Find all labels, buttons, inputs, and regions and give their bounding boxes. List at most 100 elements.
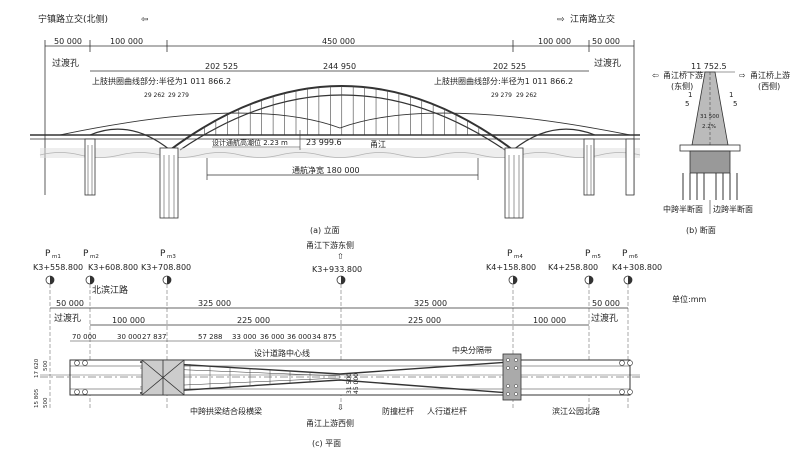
slope-left-1: 1: [688, 91, 692, 99]
transition-hole-right: 过渡孔: [594, 57, 621, 69]
center-station: K3+933.800: [312, 265, 362, 274]
clearance-width: 通航净宽 180 000: [292, 165, 360, 175]
plan-arch-bottom: [139, 379, 511, 394]
plan-caption: (c) 平面: [312, 439, 341, 448]
section-width: 11 752.5: [691, 62, 727, 71]
side-half-label: 边跨半断面: [713, 204, 753, 214]
pier-sub: m1: [52, 254, 61, 260]
end-bearings: [74, 360, 633, 395]
pm4-pile-dots: [506, 358, 518, 396]
upper-chord: [59, 112, 631, 136]
plan-dim-34875: 34 875: [312, 333, 337, 341]
plan-arch-bracing: [189, 364, 311, 390]
section-dim-slope: 2.2%: [702, 124, 716, 130]
plan-dim-50000-right: 50 000: [592, 299, 620, 308]
plan-transition-right: 过渡孔: [591, 312, 618, 324]
north-road-label: 北滨江路: [92, 284, 128, 296]
pier-label-m6: P m6 K4+308.800: [612, 249, 662, 272]
pier-label-m3: P m3 K3+708.800: [141, 249, 191, 272]
tie-beam-label: 中跨拱梁结合段横梁: [190, 406, 262, 416]
pile-lines: [87, 145, 592, 218]
plan-dim-36000-b: 36 000: [287, 333, 312, 341]
downstream-side: (东侧): [671, 81, 693, 91]
pier-p: P: [585, 249, 591, 259]
upstream-label: 甬江桥上游: [750, 70, 790, 80]
riverbed-band: [40, 148, 640, 158]
span-244950: 244 950: [323, 62, 356, 71]
dim-450000: 450 000: [322, 37, 355, 46]
park-road-label: 滨江公园北路: [552, 406, 600, 416]
arch-curve-left: 上肢拱圈曲线部分:半径为1 011 866.2: [92, 76, 231, 86]
slope-right-5: 5: [733, 100, 737, 108]
pier-p: P: [507, 249, 513, 259]
plan-dim-100000-right: 100 000: [533, 316, 566, 325]
section-left-arrow-icon: ⇦: [652, 71, 659, 80]
elevation-caption: (a) 立面: [310, 225, 340, 235]
pier-sub: m5: [592, 254, 601, 260]
pm4-foundation: [502, 353, 522, 401]
downstream-label: 甬江桥下游: [663, 70, 703, 80]
dim-100000-right: 100 000: [538, 37, 571, 46]
dim-29262-right: 29 262: [516, 92, 537, 99]
up-arrow-icon: ⇧: [337, 252, 344, 261]
river-east-label: 甬江下游东侧: [306, 240, 354, 250]
dim-29279-left: 29 279: [168, 92, 189, 99]
right-arrow-icon: ⇨: [557, 15, 565, 25]
left-dim-15805: 15 805: [34, 388, 40, 408]
mid-half-label: 中跨半断面: [663, 204, 703, 214]
section-right-arrow-icon: ⇨: [739, 71, 746, 80]
left-width-dims: 15 805 17 620 500 500: [34, 358, 49, 408]
rail-label: 人行道栏杆: [427, 406, 467, 416]
dim-29279-right: 29 279: [491, 92, 512, 99]
plan-dim-57288: 57 288: [198, 333, 223, 341]
pier-marker-halves: [50, 276, 632, 284]
plan-dim-225000-left: 225 000: [237, 316, 270, 325]
plan-dim-30000: 30 000: [117, 333, 142, 341]
centerline-label: 设计道路中心线: [254, 348, 310, 358]
pier-label-m2: P m2 K3+608.800: [83, 249, 138, 272]
section-piles: [682, 173, 738, 200]
left-side-arch: [89, 128, 171, 151]
pier-label-m5: P m5 K4+258.800: [548, 249, 601, 272]
pier-station: K3+558.800: [33, 263, 83, 272]
plan-dim-325000-right: 325 000: [414, 299, 447, 308]
section-deck: [679, 144, 741, 152]
dim-100000-left: 100 000: [110, 37, 143, 46]
pier-station: K4+158.800: [486, 263, 536, 272]
plan-dim-27837: 27 837: [142, 333, 167, 341]
pier-station: K3+608.800: [88, 263, 138, 272]
width-dim-31500: 31 500: [346, 373, 353, 394]
plan-dim-100000-left: 100 000: [112, 316, 145, 325]
width-dim-45000: 45 000: [353, 373, 360, 394]
pier-label-m4: P m4 K4+158.800: [486, 249, 536, 272]
upstream-side: (西侧): [758, 81, 780, 91]
pier-sub: m3: [167, 254, 176, 260]
left-dim-17620: 17 620: [34, 358, 40, 378]
slope-left-5: 5: [685, 100, 689, 108]
section-dim-31500: 31 500: [700, 114, 720, 120]
elevation-view: 宁镇路立交(北侧) ⇦ ⇨ 江南路立交 50 000 100 000 450 0…: [30, 13, 641, 235]
main-arch-lower: [179, 94, 506, 151]
plan-dim-225000-right: 225 000: [408, 316, 441, 325]
right-side-arch: [512, 128, 596, 151]
section-view: 11 752.5 ⇦ ⇨ 甬江桥下游 (东侧) 甬江桥上游 (西侧) 1 5 1…: [652, 62, 790, 235]
pier-sub: m4: [514, 254, 523, 260]
plan-transition-left: 过渡孔: [54, 312, 81, 324]
dim-50000-right: 50 000: [592, 37, 620, 46]
tie-beam-cross: [141, 359, 185, 396]
clearance-height: 23 999.6: [306, 138, 342, 147]
section-caption: (b) 断面: [686, 225, 716, 235]
section-cap: [689, 150, 731, 174]
nav-level-label: 设计通航高潮位 2.23 m: [212, 138, 288, 147]
left-arrow-icon: ⇦: [141, 15, 149, 25]
plan-arch-top: [139, 361, 511, 375]
median-label: 中央分隔带: [452, 345, 492, 355]
plan-dim-70000: 70 000: [72, 333, 97, 341]
plan-dim-325000-left: 325 000: [198, 299, 231, 308]
pier-sub: m2: [90, 254, 99, 260]
left-dim-500-bottom: 500: [43, 397, 49, 408]
plan-view: P m1 K3+558.800 P m2 K3+608.800 P m3 K3+…: [33, 240, 706, 448]
pier-p: P: [45, 249, 51, 259]
river-west-label: 甬江上游西侧: [306, 418, 354, 428]
